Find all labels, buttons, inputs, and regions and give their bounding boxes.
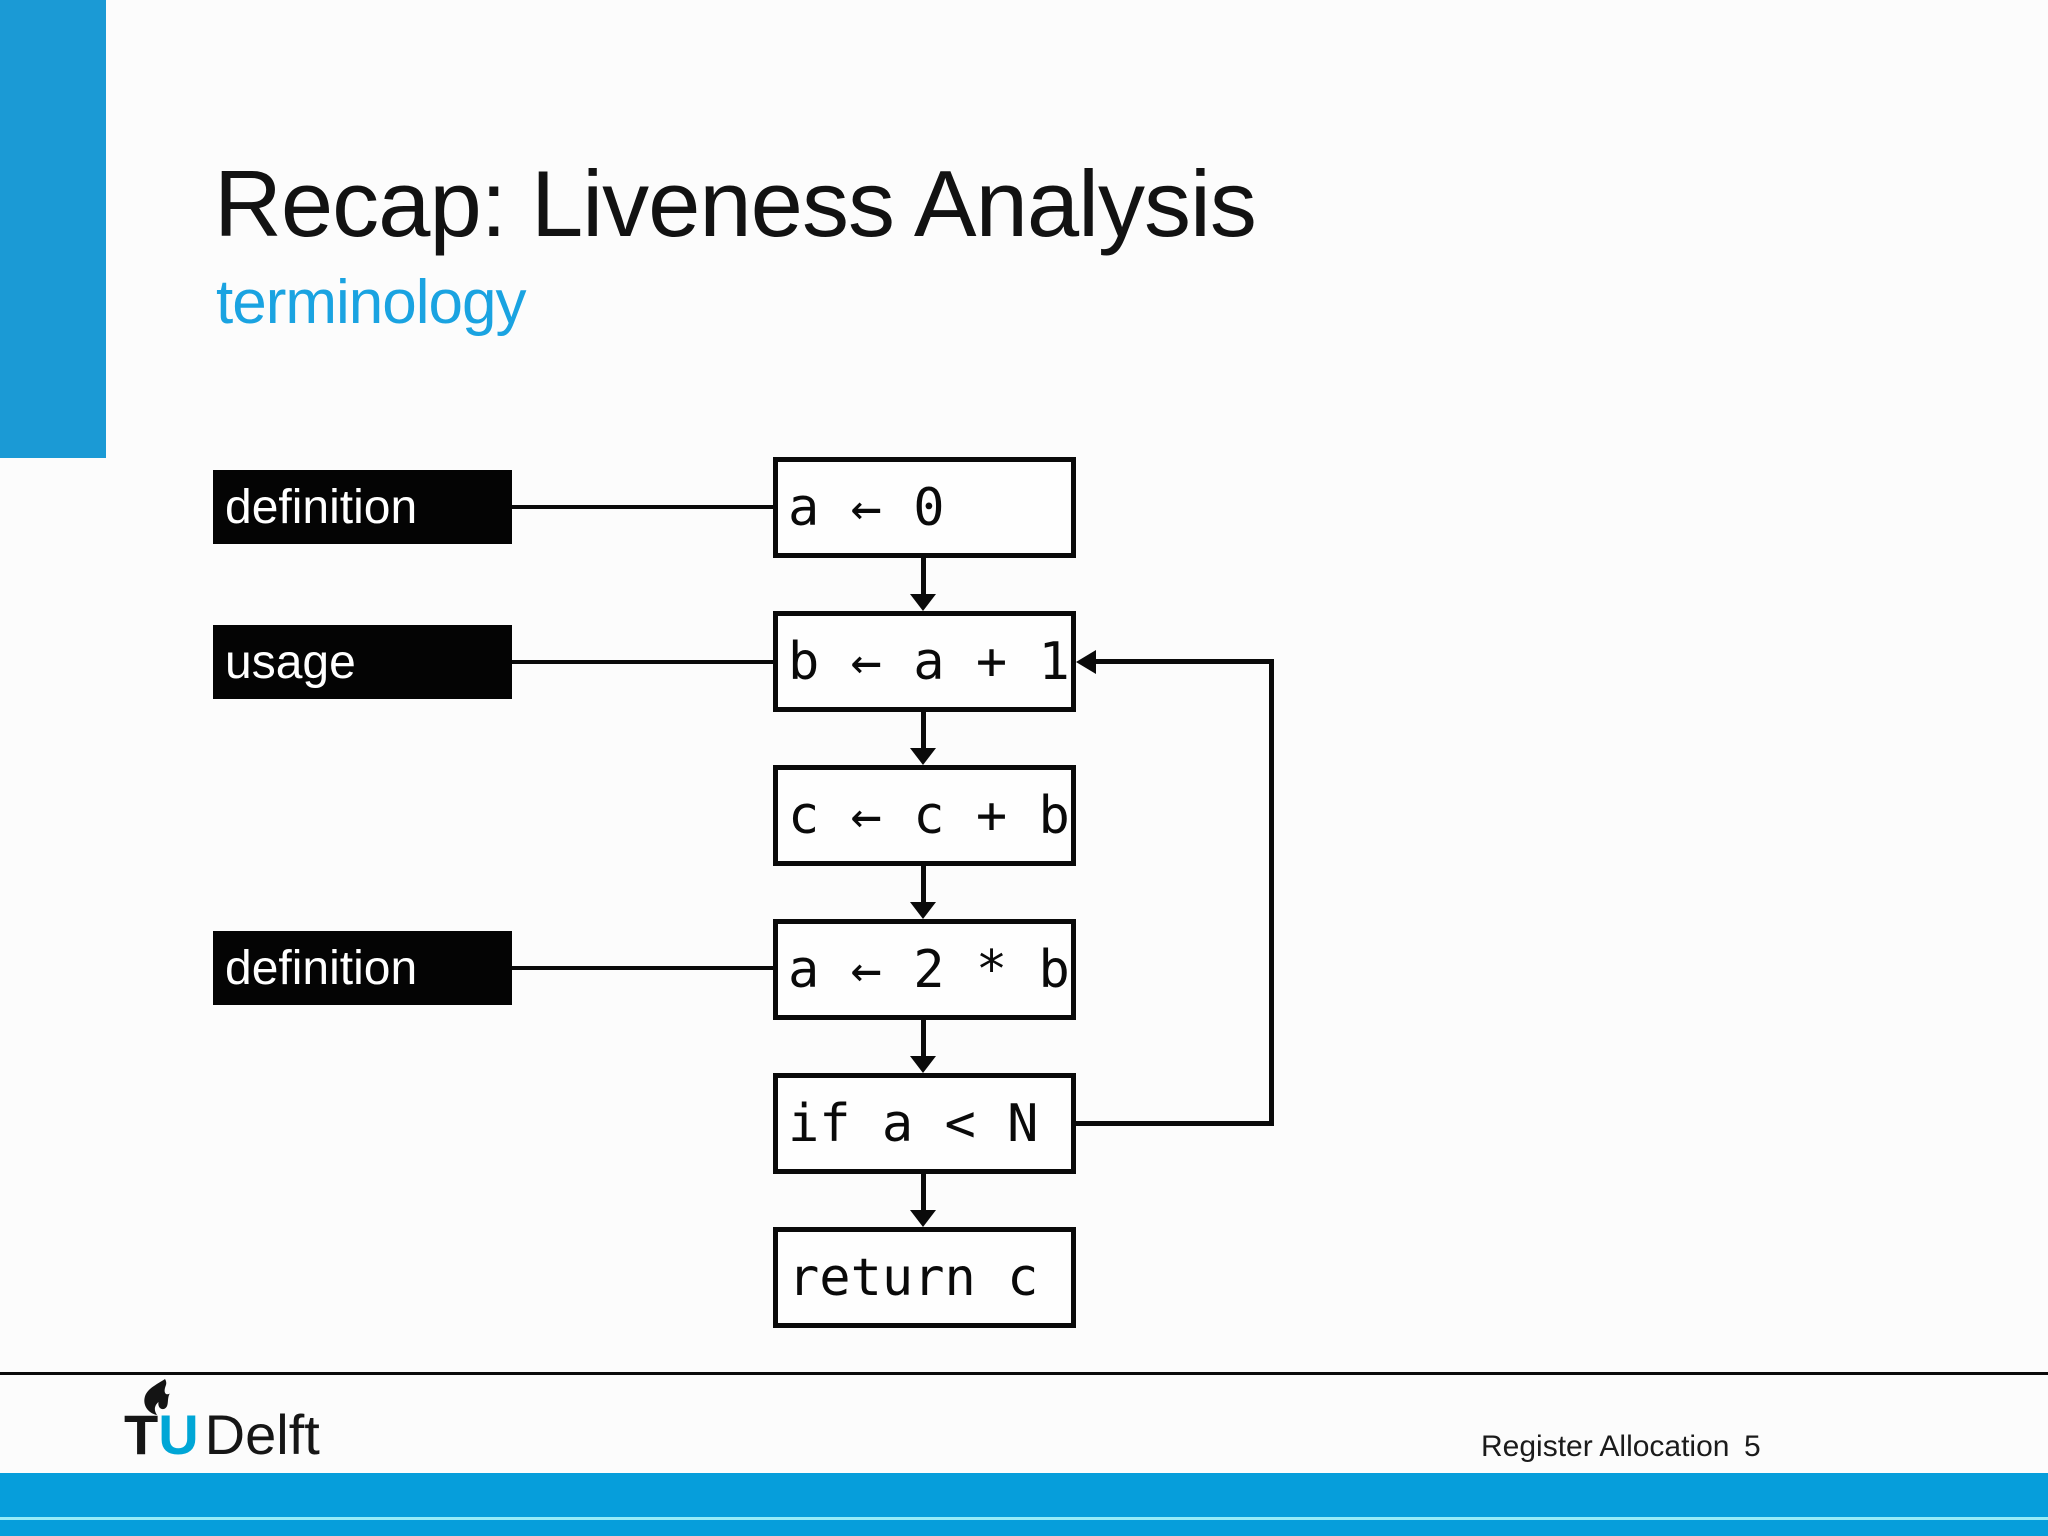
footer-pale-line — [0, 1517, 2048, 1520]
tu-delft-logo: T U Delft — [124, 1407, 320, 1463]
logo-letter-u: U — [158, 1403, 199, 1466]
annotation-label-definition-1: definition — [213, 470, 512, 544]
flow-node-a-assign-0: a ← 0 — [773, 457, 1076, 558]
footer-divider-line — [0, 1372, 2048, 1375]
annotation-label-text: definition — [225, 941, 418, 995]
flow-edge-line — [921, 712, 926, 749]
flow-node-text: a ← 0 — [788, 477, 945, 538]
arrow-down-icon — [910, 1056, 936, 1073]
flow-edge-line — [921, 558, 926, 595]
annotation-label-usage: usage — [213, 625, 512, 699]
slide-subtitle: terminology — [216, 268, 526, 337]
flow-node-return: return c — [773, 1227, 1076, 1328]
flow-node-text: c ← c + b — [788, 785, 1070, 846]
flow-node-if-branch: if a < N — [773, 1073, 1076, 1174]
footer-cyan-bar — [0, 1473, 2048, 1517]
flow-edge-line — [921, 866, 926, 903]
loop-back-edge-vertical — [1269, 659, 1274, 1126]
flow-node-a-assign-2b: a ← 2 * b — [773, 919, 1076, 1020]
logo-delft-text: Delft — [204, 1403, 320, 1466]
arrow-left-icon — [1076, 650, 1096, 674]
annotation-connector-line — [512, 505, 775, 509]
flow-node-b-assign: b ← a + 1 — [773, 611, 1076, 712]
flow-node-text: return c — [788, 1247, 1039, 1308]
flow-node-c-assign: c ← c + b — [773, 765, 1076, 866]
arrow-down-icon — [910, 594, 936, 611]
loop-back-edge-top — [1096, 659, 1274, 664]
annotation-label-text: definition — [225, 480, 418, 534]
left-accent-bar — [0, 0, 106, 458]
arrow-down-icon — [910, 902, 936, 919]
annotation-connector-line — [512, 966, 775, 970]
flow-node-text: b ← a + 1 — [788, 631, 1070, 692]
flow-node-text: if a < N — [788, 1093, 1039, 1154]
tu-delft-flame-icon — [144, 1379, 170, 1415]
flow-edge-line — [921, 1020, 926, 1057]
annotation-label-text: usage — [225, 635, 356, 689]
loop-back-edge-bottom — [1076, 1121, 1274, 1126]
footer-course-title: Register Allocation — [1481, 1430, 1730, 1463]
annotation-label-definition-2: definition — [213, 931, 512, 1005]
annotation-connector-line — [512, 660, 775, 664]
arrow-down-icon — [910, 1210, 936, 1227]
flow-node-text: a ← 2 * b — [788, 939, 1070, 1000]
footer-page-number: 5 — [1744, 1430, 1761, 1463]
slide-title: Recap: Liveness Analysis — [214, 151, 1257, 256]
logo-letter-t: T — [124, 1403, 159, 1466]
flow-edge-line — [921, 1174, 926, 1211]
footer-cyan-strip — [0, 1520, 2048, 1536]
arrow-down-icon — [910, 748, 936, 765]
